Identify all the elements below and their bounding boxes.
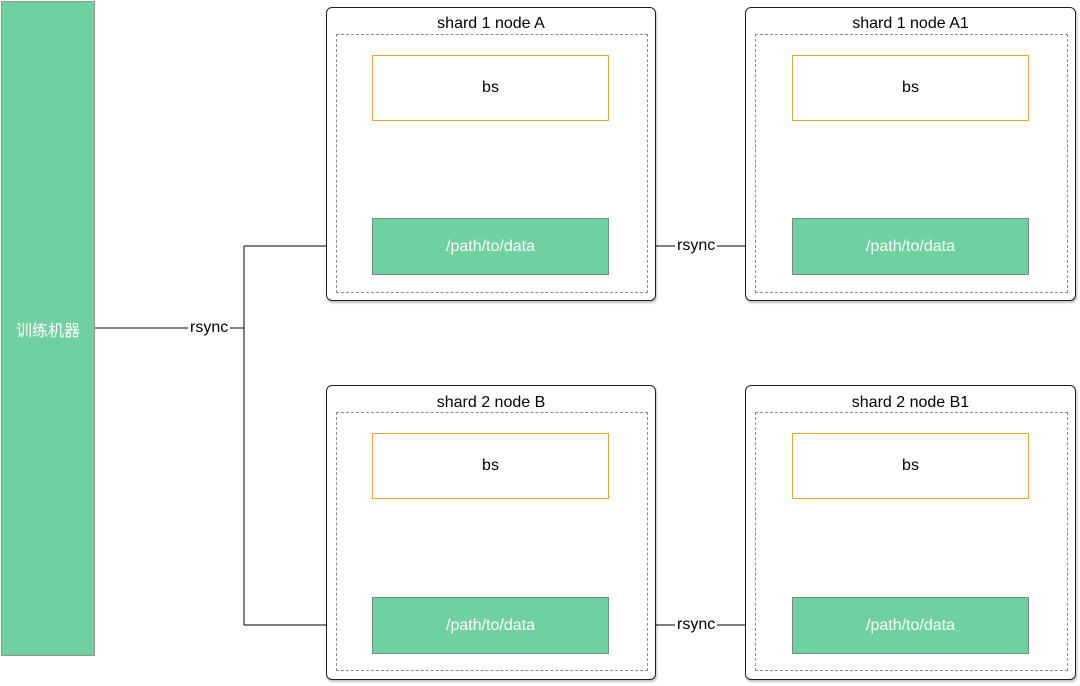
rsync-label-trainer: rsync — [188, 318, 231, 338]
bs-label: bs — [902, 79, 919, 96]
node-title: shard 2 node B1 — [851, 394, 970, 411]
data-path-label: /path/to/data — [866, 237, 955, 255]
bs-box: bs — [792, 433, 1029, 499]
rsync-label-b-b1: rsync — [675, 615, 718, 635]
node-shard1-a1: shard 1 node A1 bs /path/to/data — [745, 7, 1076, 301]
node-inner-frame — [336, 412, 648, 671]
node-title: shard 2 node B — [436, 394, 546, 411]
bs-box: bs — [372, 433, 609, 499]
rsync-label-a-a1: rsync — [675, 236, 718, 256]
trainer-label: 训练机器 — [15, 320, 80, 340]
node-title: shard 1 node A1 — [852, 15, 969, 32]
node-shard1-a: shard 1 node A bs /path/to/data — [326, 7, 656, 301]
node-inner-frame — [755, 34, 1068, 293]
data-path-box: /path/to/data — [372, 218, 609, 275]
trainer-machine: 训练机器 — [1, 1, 95, 656]
bs-label: bs — [902, 457, 919, 474]
node-inner-frame — [336, 34, 648, 293]
data-path-box: /path/to/data — [792, 218, 1029, 275]
node-inner-frame — [755, 412, 1068, 671]
data-path-label: /path/to/data — [446, 237, 535, 255]
data-path-label: /path/to/data — [866, 616, 955, 634]
bs-label: bs — [482, 79, 499, 96]
node-title: shard 1 node A — [437, 15, 545, 32]
bs-box: bs — [372, 55, 609, 121]
data-path-box: /path/to/data — [372, 597, 609, 654]
node-shard2-b1: shard 2 node B1 bs /path/to/data — [745, 385, 1076, 680]
bs-label: bs — [482, 457, 499, 474]
data-path-box: /path/to/data — [792, 597, 1029, 654]
data-path-label: /path/to/data — [446, 616, 535, 634]
node-shard2-b: shard 2 node B bs /path/to/data — [326, 385, 656, 680]
bs-box: bs — [792, 55, 1029, 121]
